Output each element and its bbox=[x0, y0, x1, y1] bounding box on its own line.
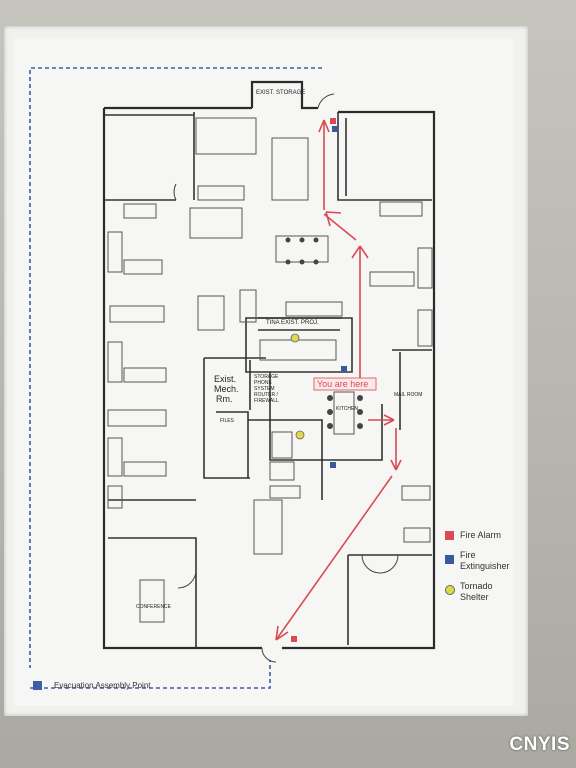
watermark-logo: CNYIS bbox=[509, 734, 570, 755]
assembly-point-label: Evacuation Assembly Point bbox=[54, 681, 151, 690]
room-label-mech-3: Rm. bbox=[216, 394, 233, 404]
legend-tornado-shelter-label-1: Tornado bbox=[460, 581, 493, 591]
legend-tornado-shelter-swatch bbox=[445, 585, 455, 595]
legend-fire-extinguisher-label-1: Fire bbox=[460, 550, 476, 560]
room-label-storage-phone: STORAGE PHONE SYSTEM ROUTER / FIREWALL bbox=[254, 374, 279, 404]
room-label-kitchen: KITCHEN bbox=[336, 406, 358, 412]
room-label-files: FILES bbox=[220, 418, 234, 424]
room-label-mech-2: Mech. bbox=[214, 384, 239, 394]
room-label-storage: EXIST. STORAGE bbox=[256, 90, 306, 96]
legend-fire-alarm-label: Fire Alarm bbox=[460, 530, 502, 540]
room-label-mech-1: Exist. bbox=[214, 374, 237, 384]
assembly-point-marker bbox=[33, 681, 42, 690]
legend-fire-extinguisher-swatch bbox=[445, 555, 454, 564]
legend-tornado-shelter-label-2: Shelter bbox=[460, 592, 489, 602]
room-label-mail-room: MAIL ROOM bbox=[394, 392, 423, 398]
room-label-tina: TINA EXIST. PROJ. bbox=[266, 320, 319, 326]
legend-fire-alarm-swatch bbox=[445, 531, 454, 540]
room-label-conference: CONFERENCE bbox=[136, 604, 172, 610]
you-are-here-label: You are here bbox=[317, 379, 369, 389]
legend-fire-extinguisher-label-2: Extinguisher bbox=[460, 561, 510, 571]
